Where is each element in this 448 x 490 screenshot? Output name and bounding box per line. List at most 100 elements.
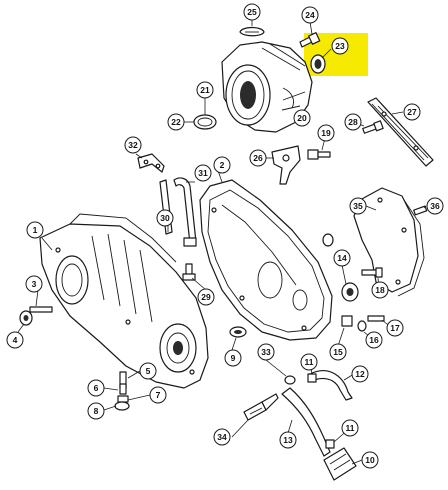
svg-text:11: 11 — [305, 357, 314, 367]
svg-text:35: 35 — [353, 201, 363, 211]
part-10-connector — [323, 447, 357, 481]
svg-text:9: 9 — [231, 353, 236, 363]
svg-text:17: 17 — [390, 323, 400, 333]
svg-text:2: 2 — [220, 160, 225, 170]
callout-2: 2 — [213, 156, 231, 174]
part-7-nut — [117, 395, 129, 403]
part-3-bolt — [29, 306, 53, 313]
svg-text:10: 10 — [365, 455, 375, 465]
part-14-bearing — [322, 233, 359, 302]
callout-16: 16 — [365, 331, 383, 349]
callout-1: 1 — [26, 221, 44, 239]
callout-8: 8 — [87, 402, 105, 420]
part-33-o-ring — [284, 375, 296, 385]
svg-text:31: 31 — [198, 168, 208, 178]
part-27-bracket — [367, 97, 434, 167]
svg-text:20: 20 — [297, 113, 307, 123]
svg-text:12: 12 — [355, 369, 365, 379]
part-23-seal — [310, 54, 326, 74]
part-36-bolt — [413, 205, 428, 216]
callout-6: 6 — [87, 379, 105, 397]
part-15-plug — [341, 315, 353, 327]
callout-19: 19 — [317, 124, 335, 142]
svg-text:32: 32 — [128, 140, 138, 150]
part-35-cover-plate — [353, 187, 425, 297]
callout-22: 22 — [167, 113, 185, 131]
svg-text:4: 4 — [13, 335, 18, 345]
callout-10: 10 — [361, 451, 379, 469]
callout-32: 32 — [124, 136, 142, 154]
callout-33: 33 — [257, 343, 275, 361]
part-2-rear-case — [199, 179, 333, 341]
svg-text:6: 6 — [94, 383, 99, 393]
callout-28: 28 — [344, 113, 362, 131]
svg-text:27: 27 — [407, 107, 417, 117]
callout-15: 15 — [329, 343, 347, 361]
callout-21: 21 — [196, 81, 214, 99]
svg-text:19: 19 — [321, 128, 331, 138]
callout-4: 4 — [6, 331, 24, 349]
callout-3: 3 — [25, 275, 43, 293]
part-19-bolt — [307, 149, 331, 160]
svg-text:22: 22 — [171, 117, 181, 127]
svg-text:28: 28 — [348, 117, 358, 127]
svg-text:23: 23 — [335, 41, 345, 51]
callout-31: 31 — [194, 164, 212, 182]
svg-text:8: 8 — [94, 406, 99, 416]
part-9-seal — [229, 326, 247, 338]
callout-11-lower: 11 — [341, 419, 359, 437]
part-18-bolt — [361, 267, 383, 278]
callout-29: 29 — [197, 288, 215, 306]
callout-25: 25 — [243, 3, 261, 21]
part-16-washer — [357, 320, 367, 332]
callout-20: 20 — [293, 109, 311, 127]
callout-30: 30 — [156, 209, 174, 227]
part-4-nut — [19, 310, 33, 326]
part-28-bolt — [362, 120, 384, 134]
svg-text:13: 13 — [283, 435, 293, 445]
svg-text:34: 34 — [217, 432, 227, 442]
callout-14: 14 — [333, 249, 351, 267]
callout-9: 9 — [224, 349, 242, 367]
svg-text:16: 16 — [369, 335, 379, 345]
svg-text:26: 26 — [253, 153, 263, 163]
part-13-hose — [281, 387, 331, 457]
callout-18: 18 — [371, 281, 389, 299]
part-6-stud — [119, 383, 127, 395]
svg-text:33: 33 — [261, 347, 271, 357]
callout-35: 35 — [349, 197, 367, 215]
svg-text:15: 15 — [333, 347, 343, 357]
svg-text:29: 29 — [201, 292, 211, 302]
part-26-bracket — [271, 145, 301, 185]
callout-17: 17 — [386, 319, 404, 337]
svg-text:14: 14 — [337, 253, 347, 263]
svg-text:36: 36 — [430, 201, 440, 211]
part-25-clip — [239, 26, 265, 37]
callout-36: 36 — [426, 197, 444, 215]
part-31-vent-tube — [173, 177, 197, 245]
svg-text:3: 3 — [32, 279, 37, 289]
svg-text:18: 18 — [375, 285, 385, 295]
callout-27: 27 — [403, 103, 421, 121]
callout-26: 26 — [249, 149, 267, 167]
svg-text:1: 1 — [33, 225, 38, 235]
part-20-extension-housing — [221, 41, 313, 133]
part-17-bolt — [367, 315, 385, 322]
part-24-bolt — [299, 32, 321, 48]
svg-text:11: 11 — [346, 423, 355, 433]
part-21-ring — [193, 114, 217, 130]
part-1-front-case — [39, 213, 209, 389]
callout-11-upper: 11 — [300, 353, 318, 371]
part-29-fitting — [182, 263, 196, 281]
svg-text:25: 25 — [247, 7, 257, 17]
callout-23: 23 — [331, 37, 349, 55]
svg-text:7: 7 — [156, 390, 161, 400]
callout-5: 5 — [139, 362, 157, 380]
callout-13: 13 — [279, 431, 297, 449]
svg-text:21: 21 — [200, 85, 210, 95]
callout-7: 7 — [149, 386, 167, 404]
part-12-vent-tube — [309, 370, 353, 401]
callout-12: 12 — [351, 365, 369, 383]
part-34-sealant-tube — [243, 393, 279, 421]
svg-text:5: 5 — [146, 366, 151, 376]
